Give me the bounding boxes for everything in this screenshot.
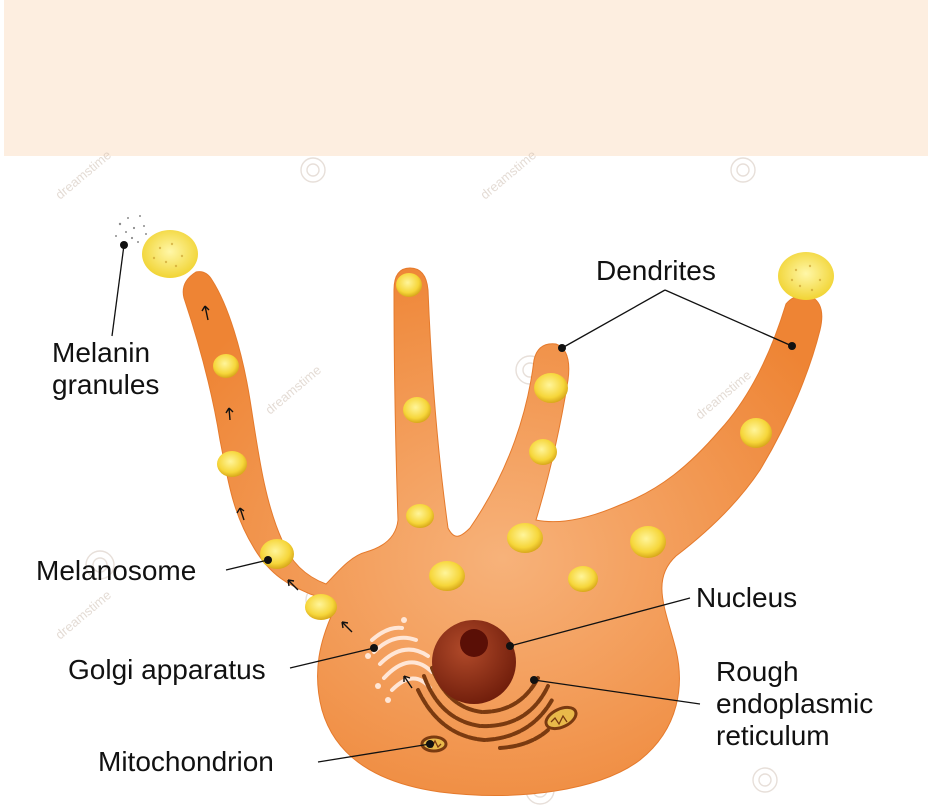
- nucleolus: [460, 629, 488, 657]
- label-melanin-granules-line1: Melanin: [52, 337, 150, 368]
- label-golgi-apparatus: Golgi apparatus: [68, 654, 266, 685]
- watermark-text: dreamstime: [52, 147, 114, 202]
- watermark-text: dreamstime: [52, 587, 114, 642]
- watermark-text: dreamstime: [477, 147, 539, 202]
- label-mitochondrion: Mitochondrion: [98, 746, 274, 777]
- label-rer-line3: reticulum: [716, 720, 830, 751]
- label-melanin-granules-line2: granules: [52, 369, 159, 400]
- label-dendrites: Dendrites: [596, 255, 716, 286]
- watermark-text: dreamstime: [262, 362, 324, 417]
- melanin-dispersed: [115, 215, 147, 247]
- melanin-granule-tip: [778, 252, 834, 300]
- melanin-granule-tip: [142, 230, 198, 278]
- label-rer-line2: endoplasmic: [716, 688, 873, 719]
- label-nucleus: Nucleus: [696, 582, 797, 613]
- label-rer-line1: Rough: [716, 656, 799, 687]
- label-melanosome: Melanosome: [36, 555, 196, 586]
